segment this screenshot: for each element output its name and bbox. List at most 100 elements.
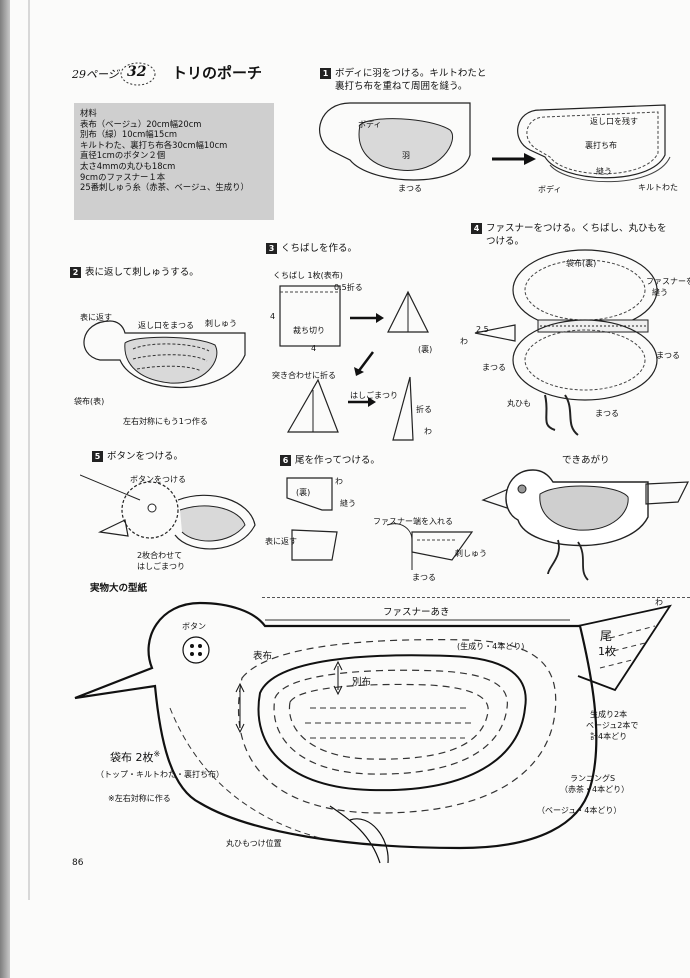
s1-backing-label: 裏打ち布 bbox=[585, 141, 617, 150]
tail-count-label: 1枚 bbox=[598, 645, 616, 658]
s5-button-label: ボタンをつける bbox=[130, 475, 186, 484]
tail-fold-label: わ bbox=[655, 598, 663, 607]
project-number: 32 bbox=[127, 64, 147, 80]
s3-wa-label: わ bbox=[424, 427, 432, 436]
step-6-number: 6 bbox=[280, 455, 291, 466]
s6-emb-label: 刺しゅう bbox=[455, 549, 487, 558]
step-4-text-line1: ファスナーをつける。くちばし、丸ひもを bbox=[486, 223, 667, 234]
reference-page: 29ページ bbox=[72, 68, 119, 81]
step-5-heading: 5 ボタンをつける。 bbox=[92, 448, 183, 462]
step-6-text: 尾を作ってつける。 bbox=[295, 455, 380, 466]
step-3-number: 3 bbox=[266, 243, 277, 254]
step-5-text: ボタンをつける。 bbox=[107, 451, 184, 462]
s3-fold-label: 0.5折る bbox=[334, 283, 363, 292]
thread-note-line1: 生成り2本 bbox=[590, 710, 628, 719]
cut-line bbox=[262, 597, 690, 598]
main-fabric-label: 表布 bbox=[253, 651, 273, 662]
step-2-illustration bbox=[83, 320, 246, 389]
s3-edge-label: はしごまつり bbox=[350, 391, 398, 400]
s6-wa-label: わ bbox=[335, 477, 343, 486]
page-edge-line bbox=[28, 0, 30, 900]
s6-back-label: (裏) bbox=[296, 488, 311, 497]
s4-sew-label: まつる bbox=[656, 351, 680, 360]
s4-zip2-label: 縫う bbox=[652, 288, 668, 297]
materials-line: 9cmのファスナー１本 bbox=[80, 171, 166, 182]
s2-note: 左右対称にもう1つ作る bbox=[123, 417, 208, 426]
step-6-illustration bbox=[286, 477, 474, 570]
step-2-text: 表に返して刺しゅうする。 bbox=[85, 267, 199, 278]
s2-embroidery-label: 刺しゅう bbox=[205, 319, 237, 328]
s3-size-label-a: 4 bbox=[270, 312, 276, 321]
s6-turn-label: 表に返す bbox=[265, 537, 297, 546]
s3-fold2-label: 折る bbox=[416, 405, 432, 414]
s4-wa-label: わ bbox=[460, 337, 468, 346]
s4-zip-label: ファスナーを bbox=[646, 277, 690, 286]
thread-note-line2: ベージュ2本で bbox=[586, 721, 639, 730]
pattern-full-size bbox=[74, 601, 672, 864]
step-3-illustration bbox=[279, 285, 429, 441]
s1-seam-label: 縫う bbox=[596, 167, 612, 176]
materials-line: 表布（ベージュ）20cm幅20cm bbox=[80, 118, 202, 129]
step-2-heading: 2 表に返して刺しゅうする。 bbox=[70, 264, 199, 278]
bag-pieces-mark: ※ bbox=[153, 749, 161, 759]
finished-bird-illustration bbox=[481, 469, 689, 581]
s3-butt-label: 突き合わせに折る bbox=[272, 371, 336, 380]
page-title: トリのポーチ bbox=[172, 64, 263, 82]
running-stitch-thread: （赤茶・4本どり） bbox=[560, 785, 630, 794]
s2-bag-label: 袋布(表) bbox=[74, 397, 105, 406]
s3-back-label: (裏) bbox=[418, 345, 433, 354]
materials-line: キルトわた、裏打ち布各30cm幅10cm bbox=[80, 139, 228, 150]
step-2-number: 2 bbox=[70, 267, 81, 278]
step-3-heading: 3 くちばしを作る。 bbox=[266, 240, 357, 254]
s1-body-label: ボディ bbox=[358, 120, 382, 129]
s5-note-line1: 2枚合わせて bbox=[137, 551, 183, 560]
s6-seam-label: 縫う bbox=[340, 499, 356, 508]
materials-heading: 材料 bbox=[80, 108, 97, 118]
step-3-text: くちばしを作る。 bbox=[281, 243, 358, 254]
s2-opening-label: 返し口をまつる bbox=[138, 321, 194, 330]
bag-layers-label: （トップ・キルトわた・裏打ち布） bbox=[96, 770, 224, 779]
step-1-text-line2: 裏打ち布を重ねて周囲を縫う。 bbox=[335, 81, 468, 92]
step-4-heading: 4 ファスナーをつける。くちばし、丸ひもを bbox=[471, 220, 667, 234]
s3-beak-label: くちばし 1枚(表布) bbox=[273, 271, 343, 280]
s6-zip-label: ファスナー端を入れる bbox=[373, 517, 453, 526]
s4-cord-label: 丸ひも bbox=[507, 399, 531, 408]
s4-sew2-label: まつる bbox=[482, 363, 506, 372]
step-5-illustration bbox=[80, 474, 256, 550]
materials-line: 別布（緑）10cm幅15cm bbox=[80, 129, 178, 140]
natural-thread-label: (生成り・4本どり) bbox=[457, 642, 525, 651]
materials-line: 太さ4mmの丸ひも18cm bbox=[80, 160, 176, 171]
project-number-badge bbox=[120, 62, 156, 86]
step-4-illustration bbox=[474, 249, 658, 436]
s4-25-label: 2.5 bbox=[476, 325, 489, 334]
bag-pieces-text: 袋布 2枚 bbox=[110, 751, 154, 764]
step-1-text-line1: ボディに羽をつける。キルトわたと bbox=[335, 68, 487, 79]
materials-box: 材料 表布（ベージュ）20cm幅20cm 別布（緑）10cm幅15cm キルトわ… bbox=[74, 103, 274, 220]
button-label: ボタン bbox=[182, 622, 206, 631]
s1-body2-label: ボディ bbox=[538, 185, 562, 194]
running-stitch-label: ランニングS bbox=[570, 774, 616, 783]
step-4-number: 4 bbox=[471, 223, 482, 234]
s1-sew-label: まつる bbox=[398, 184, 422, 193]
s2-turn-label: 表に返す bbox=[80, 313, 112, 322]
s4-bag-label: 袋布(裏) bbox=[566, 259, 597, 268]
symmetric-note: ※左右対称に作る bbox=[108, 794, 171, 803]
finished-label: できあがり bbox=[562, 455, 610, 466]
step-1-illustration bbox=[319, 102, 671, 183]
s1-leave-opening-label: 返し口を残す bbox=[590, 117, 638, 126]
materials-line: 25番刺しゅう糸（赤茶、ベージュ、生成り） bbox=[80, 182, 249, 193]
thread-note-line3: 計4本どり bbox=[590, 732, 628, 741]
step-6-heading: 6 尾を作ってつける。 bbox=[280, 452, 380, 466]
page-number: 86 bbox=[72, 858, 84, 868]
pattern-heading: 実物大の型紙 bbox=[90, 583, 148, 594]
s1-quilt-label: キルトわた bbox=[638, 183, 678, 192]
s5-note-line2: はしごまつり bbox=[137, 562, 185, 571]
s3-bias-label: 裁ち切り bbox=[293, 326, 325, 335]
cord-position-label: 丸ひもつけ位置 bbox=[226, 839, 282, 848]
beige-thread-label: （ベージュ・4本どり） bbox=[537, 806, 622, 815]
s6-sew-label: まつる bbox=[412, 573, 436, 582]
tail-label: 尾 bbox=[600, 629, 613, 643]
s1-wing-label: 羽 bbox=[402, 151, 410, 160]
step-5-number: 5 bbox=[92, 451, 103, 462]
